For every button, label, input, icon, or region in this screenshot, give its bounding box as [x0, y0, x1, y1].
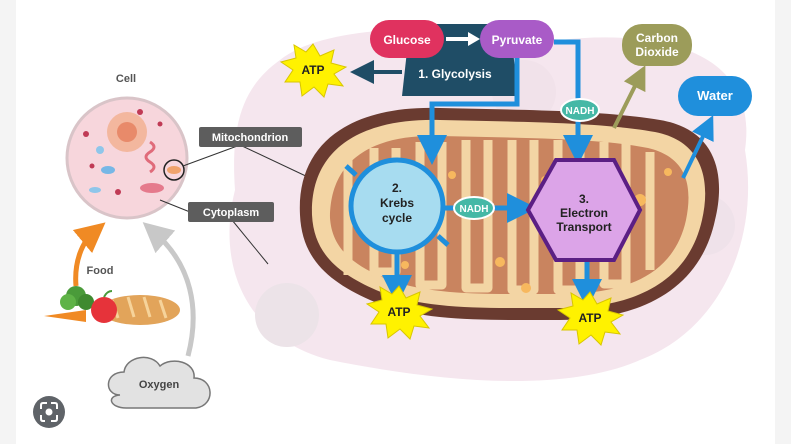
nadh-top-badge: [560, 98, 600, 122]
mitochondrion-callout-box: [199, 127, 302, 147]
water-label: Water: [697, 88, 733, 103]
food-illustration: [44, 286, 180, 325]
glycolysis-step-label: 1. Glycolysis: [418, 67, 492, 81]
etc-line2: Transport: [556, 220, 611, 234]
carbon-dioxide-line1: Carbon: [636, 31, 678, 45]
oxygen-label: Oxygen: [139, 379, 180, 391]
glycolysis-atp-label: ATP: [301, 63, 324, 77]
carbon-dioxide-pill: [622, 24, 692, 66]
etc-line1: Electron: [560, 206, 608, 220]
pyruvate-pill: [480, 20, 554, 58]
nadh-middle-badge: [453, 196, 495, 220]
lens-search-icon: [40, 402, 58, 422]
food-arrow: [72, 222, 106, 287]
cytoplasm-leader-line: [231, 219, 269, 265]
electron-transport-hexagon: [525, 158, 643, 262]
food-label: Food: [87, 265, 114, 277]
left-frame-edge: [0, 0, 16, 444]
lens-search-button[interactable]: [33, 396, 65, 428]
mitochondrion-leader-line: [182, 144, 241, 167]
mitochondrion-leader-line: [239, 144, 311, 179]
krebs-line1: Krebs: [380, 196, 414, 210]
krebs-atp-label: ATP: [387, 305, 410, 319]
nadh-top-label: NADH: [566, 106, 595, 117]
water-pill: [678, 76, 752, 116]
cytoplasm-leader-line: [159, 199, 191, 213]
carbon-dioxide-line2: Dioxide: [635, 45, 679, 59]
pyruvate-label: Pyruvate: [492, 33, 543, 47]
pyruvate-to-krebs-arrow: [417, 58, 520, 165]
water-arrow: [681, 115, 714, 179]
etc-step-number: 3.: [579, 192, 589, 206]
glucose-pill: [370, 20, 444, 58]
etc-atp-burst: [556, 291, 625, 346]
cytoplasm-callout-box: [188, 202, 274, 222]
etc-atp-label: ATP: [578, 311, 601, 325]
nadh-middle-label: NADH: [460, 204, 489, 215]
oxygen-cloud: [107, 356, 211, 409]
krebs-step-number: 2.: [392, 181, 402, 195]
cytoplasm-label: Cytoplasm: [203, 207, 259, 219]
oxygen-arrow: [142, 222, 196, 357]
krebs-atp-burst: [365, 285, 434, 340]
krebs-cycle-arrows: [344, 164, 450, 247]
cell-label: Cell: [116, 73, 136, 85]
decor-circle: [255, 283, 319, 347]
krebs-line2: cycle: [382, 211, 412, 225]
glycolysis-atp-burst: [279, 43, 348, 98]
carbon-dioxide-arrow: [612, 65, 646, 129]
cell-illustration: [65, 96, 189, 220]
glucose-label: Glucose: [383, 33, 431, 47]
right-frame-edge: [775, 0, 791, 444]
mitochondrion-label: Mitochondrion: [212, 132, 289, 144]
